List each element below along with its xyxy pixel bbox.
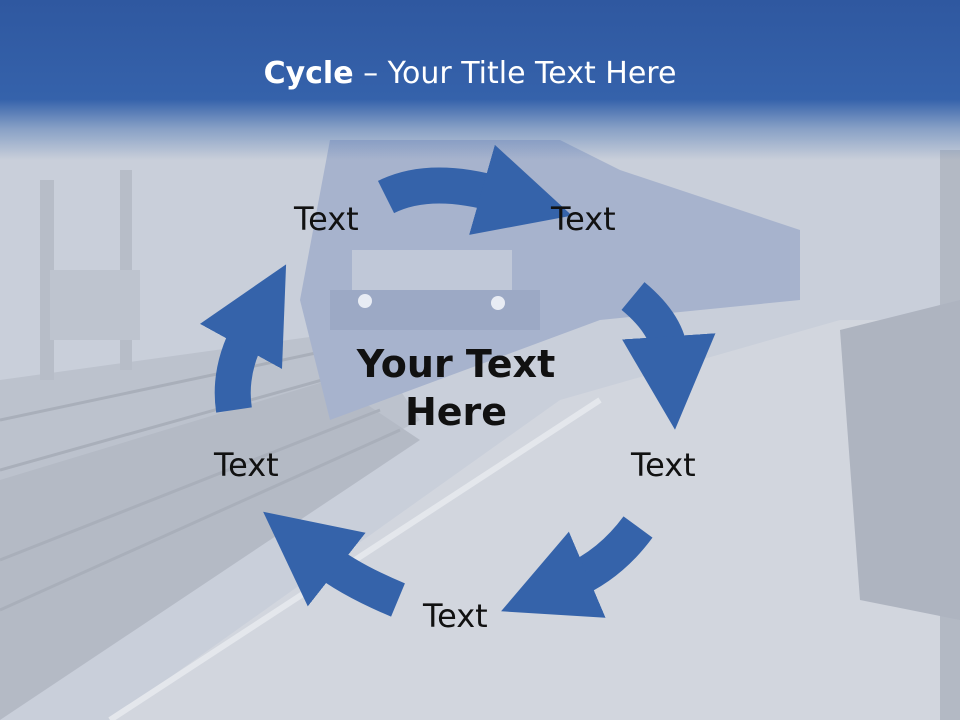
cycle-label-3: Text <box>631 446 696 484</box>
cycle-label-2: Text <box>551 200 616 238</box>
title-bar <box>0 0 960 160</box>
cycle-label-1: Text <box>294 200 359 238</box>
center-text: Your Text Here <box>336 340 576 436</box>
cycle-arrow-1 <box>377 144 573 235</box>
center-text-line2: Here <box>404 390 508 434</box>
cycle-arrow-3 <box>501 516 653 618</box>
center-text-line1: Your Text <box>356 342 556 386</box>
title-rest: – Your Title Text Here <box>353 56 677 91</box>
slide-title: Cycle – Your Title Text Here <box>0 56 940 91</box>
cycle-arrow-2 <box>621 282 716 430</box>
cycle-arrow-4 <box>263 511 405 617</box>
cycle-label-4: Text <box>423 597 488 635</box>
title-bold: Cycle <box>263 56 354 91</box>
cycle-label-5: Text <box>214 446 279 484</box>
cycle-arrow-5 <box>199 264 287 413</box>
